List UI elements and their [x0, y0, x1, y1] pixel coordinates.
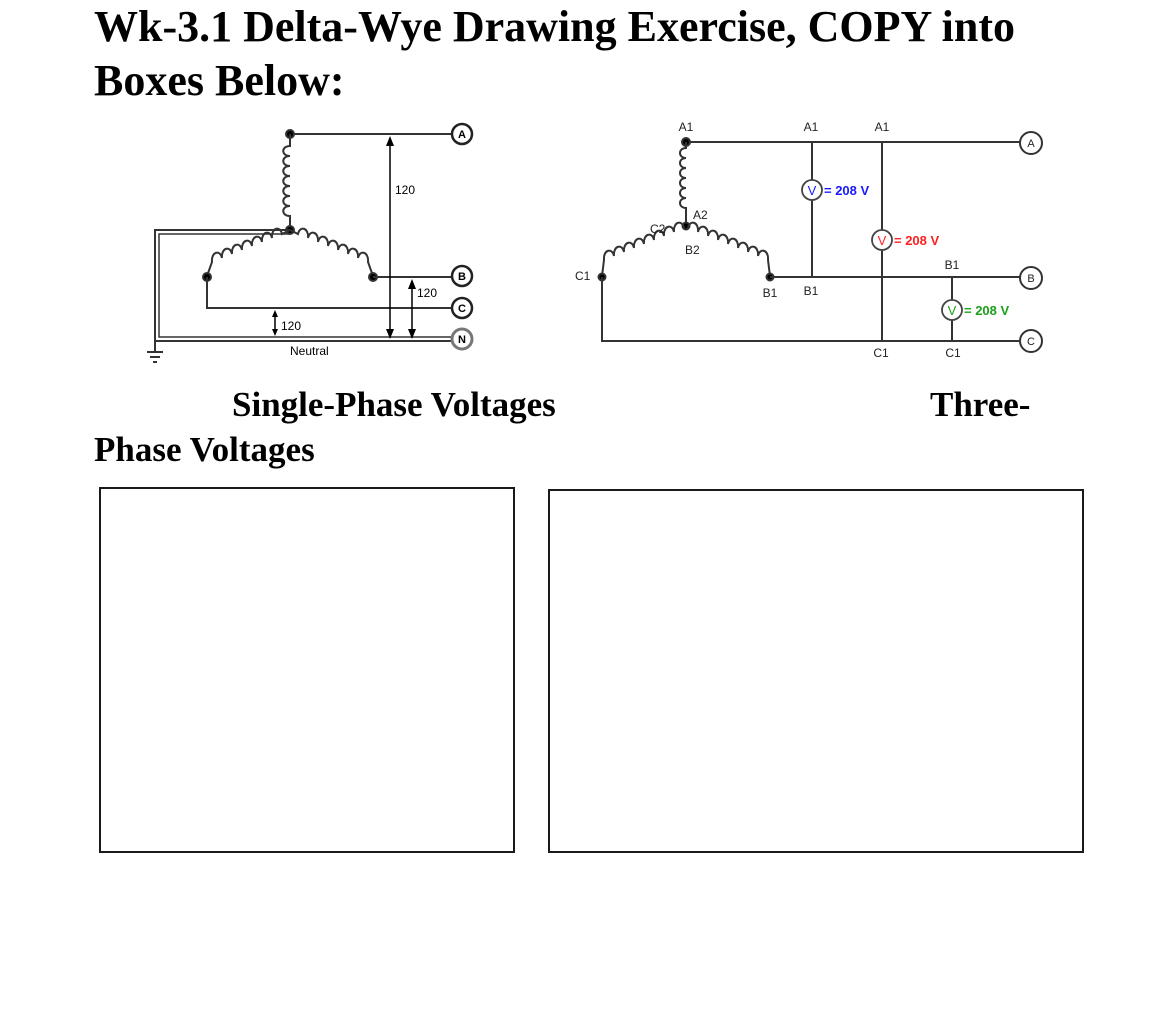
voltage-label-c-n: 120	[281, 319, 301, 333]
label-b1-right: B1	[945, 258, 960, 272]
coil-b	[289, 227, 374, 277]
line-c-3ph	[601, 277, 1020, 342]
coil-a-3ph	[679, 142, 687, 222]
terminal-n-label: N	[458, 334, 466, 346]
label-a2: A2	[693, 208, 708, 222]
neutral-line-inner	[158, 233, 452, 338]
voltmeter-ab	[801, 179, 823, 201]
label-c1-low1: C1	[873, 346, 889, 360]
voltage-label-b-n: 120	[417, 286, 437, 300]
line-c	[206, 277, 452, 309]
label-a1-mid: A1	[804, 120, 819, 134]
terminal-b-label: B	[458, 271, 466, 283]
three-phase-labels: A B C A1 A1 A1 A2 C2 B2 C1 B1 B1 B1 C1 C…	[575, 120, 1035, 360]
coil-c	[206, 227, 291, 277]
voltmeter-bc	[941, 299, 963, 321]
voltage-label-a-n: 120	[395, 183, 415, 197]
arrow-c-n-head-bottom	[272, 329, 278, 336]
neutral-line-outer	[154, 229, 452, 342]
terminal-c-3ph	[1019, 329, 1043, 353]
label-b1-low1: B1	[763, 286, 778, 300]
voltmeter-ac-symbol: V	[878, 233, 887, 248]
terminal-a-3ph	[1019, 131, 1043, 155]
terminal-c-label: C	[458, 303, 466, 315]
terminal-a-label: A	[458, 129, 466, 141]
arrow-c-n-head-top	[272, 310, 278, 317]
reading-ac: = 208 V	[894, 233, 940, 248]
label-a1-left: A1	[679, 120, 694, 134]
terminal-a	[450, 122, 474, 146]
reading-bc: = 208 V	[964, 303, 1010, 318]
arrow-b-n-head-top	[408, 279, 416, 289]
voltmeter-bc-symbol: V	[948, 303, 957, 318]
terminal-a-3ph-label: A	[1027, 138, 1035, 150]
coil-b-3ph	[687, 221, 771, 277]
label-c2: C2	[650, 222, 666, 236]
caption-three-phase-part1: Three-	[930, 385, 1031, 424]
arrow-a-n-head-top	[386, 136, 394, 146]
terminal-c-3ph-label: C	[1027, 336, 1035, 348]
label-b1-low2: B1	[804, 284, 819, 298]
label-a1-right: A1	[875, 120, 890, 134]
label-c1-left: C1	[575, 269, 591, 283]
terminal-b	[450, 264, 474, 288]
label-c1-low2: C1	[945, 346, 961, 360]
reading-ab: = 208 V	[824, 183, 870, 198]
terminal-b-3ph	[1019, 266, 1043, 290]
coil-a	[282, 134, 291, 228]
page-title: Wk-3.1 Delta-Wye Drawing Exercise, COPY …	[94, 2, 1016, 105]
arrow-a-n-head-bottom	[386, 329, 394, 339]
terminal-b-3ph-label: B	[1027, 273, 1034, 285]
diagrams: A B C N 120 120 120 Neutral	[147, 120, 1043, 363]
drawing-box-single-phase[interactable]	[99, 487, 515, 853]
single-phase-labels: A B C N 120 120 120 Neutral	[281, 129, 466, 358]
arrow-b-n-head-bottom	[408, 329, 416, 339]
caption-three-phase-part2: Phase Voltages	[94, 430, 315, 469]
voltmeter-ac	[871, 229, 893, 251]
drawing-box-three-phase[interactable]	[548, 489, 1084, 853]
caption-single-phase: Single-Phase Voltages	[232, 385, 556, 424]
terminal-c	[450, 296, 474, 320]
neutral-label: Neutral	[290, 344, 329, 358]
voltmeter-ab-symbol: V	[808, 183, 817, 198]
terminal-n	[450, 327, 474, 351]
three-phase-diagram	[597, 131, 1043, 353]
label-b2: B2	[685, 243, 700, 257]
coil-c-3ph	[601, 221, 685, 277]
single-phase-diagram	[147, 122, 474, 363]
